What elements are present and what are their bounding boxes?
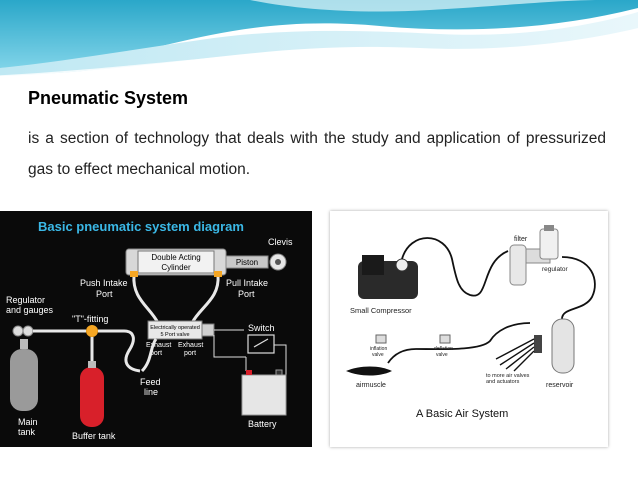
regulator-label: Regulator	[6, 295, 45, 305]
reservoir-to-valves-hose	[415, 322, 531, 351]
main-tank-valve	[20, 339, 28, 349]
switch-box	[247, 334, 275, 354]
feed-line-label: line	[144, 387, 158, 397]
feed-line-hose-2	[140, 338, 158, 373]
push-intake-label: Push Intake	[80, 278, 128, 288]
t-fitting-label: "T"-fitting	[72, 314, 108, 324]
inflation-valve-shape	[375, 334, 387, 344]
slide-title: Pneumatic System	[28, 88, 189, 108]
switch-label: Switch	[248, 323, 275, 333]
inflation-valve-label: valve	[372, 352, 384, 358]
switch-lever	[253, 338, 269, 348]
basic-air-system-diagram: Small Compressor filter regulator reserv…	[330, 211, 608, 447]
airmuscle-label: airmuscle	[356, 382, 386, 389]
exhaust-left-label: Exhaust	[146, 342, 171, 349]
piston-label: Piston	[236, 258, 258, 267]
compressor-to-filter-hose	[401, 237, 509, 297]
buffer-tank-label: Buffer tank	[72, 431, 116, 441]
t-fitting-shape	[86, 325, 98, 337]
valve-solenoid	[201, 323, 215, 337]
push-hose	[132, 274, 160, 324]
compressor-motor	[362, 255, 384, 275]
cylinder-label-box	[137, 250, 215, 274]
slide-body-text: is a section of technology that deals wi…	[28, 130, 606, 178]
buffer-tank-valve	[88, 361, 96, 368]
regulator-knob	[544, 225, 554, 231]
double-acting-label: Double Acting	[151, 253, 200, 262]
regulator-shape	[539, 228, 559, 260]
battery-label: Battery	[248, 419, 277, 429]
filter-shape	[509, 244, 527, 286]
small-compressor-label: Small Compressor	[350, 306, 412, 315]
reservoir-shape	[551, 318, 575, 374]
battery-shape	[241, 374, 287, 416]
push-intake-port-label: Port	[96, 289, 113, 299]
feed-line-hose	[98, 329, 141, 373]
basic-pneumatic-diagram-svg: Basic pneumatic system diagram Double Ac…	[6, 219, 293, 441]
reservoir-label: reservoir	[546, 382, 574, 389]
exhaust-right-port-label: port	[184, 350, 196, 357]
to-more-actuators-label: and actuators	[486, 379, 520, 385]
basic-air-system-svg: Small Compressor filter regulator reserv…	[346, 225, 596, 420]
exhaust-right-label: Exhaust	[178, 342, 203, 349]
switch-wires	[213, 329, 246, 358]
main-tank-label-2: tank	[18, 427, 36, 437]
buffer-tank-shape	[80, 367, 104, 427]
header-wave-decoration	[0, 0, 638, 77]
basic-pneumatic-diagram: Basic pneumatic system diagram Double Ac…	[0, 211, 312, 447]
deflation-valve-label: valve	[436, 352, 448, 358]
main-tank-label: Main	[18, 417, 38, 427]
pull-port-fitting	[214, 271, 222, 277]
piston-rod	[225, 255, 269, 269]
inflation-label: inflation	[370, 346, 387, 352]
airmuscle-shape	[346, 366, 392, 376]
clevis-label: Clevis	[268, 237, 293, 247]
gauge-1	[12, 325, 24, 337]
pull-hose	[190, 274, 220, 324]
to-more-valves-label: to more air valves	[486, 373, 530, 379]
push-port-fitting	[130, 271, 138, 277]
feed-label: Feed	[140, 377, 161, 387]
cylinder-label: Cylinder	[161, 263, 191, 272]
air-system-caption: A Basic Air System	[416, 408, 508, 420]
regulator-label: regulator	[542, 266, 568, 273]
valve-to-muscle-hose	[387, 348, 417, 364]
manifold-outlets	[495, 338, 535, 372]
battery-terminal-neg	[275, 369, 283, 376]
deflation-label: deflation	[434, 346, 453, 352]
pull-intake-port-label: Port	[238, 289, 255, 299]
compressor-gauge	[395, 258, 409, 272]
clevis-hole	[275, 259, 281, 265]
exhaust-left-port-label: port	[150, 350, 162, 357]
valve-label-1: Electrically operated	[150, 325, 200, 331]
filter-label: filter	[514, 236, 528, 243]
main-tank-shape	[10, 349, 38, 411]
deflation-valve-shape	[439, 334, 451, 344]
regulator-to-reservoir-hose	[561, 256, 596, 320]
regulator-gauges-label: and gauges	[6, 305, 54, 315]
manifold-shape	[534, 335, 542, 353]
battery-terminal-pos	[246, 370, 252, 375]
pull-intake-label: Pull Intake	[226, 278, 268, 288]
valve-label-2: 5 Port valve	[160, 332, 189, 338]
gauge-2	[22, 325, 34, 337]
diagram-heading: Basic pneumatic system diagram	[38, 219, 244, 234]
